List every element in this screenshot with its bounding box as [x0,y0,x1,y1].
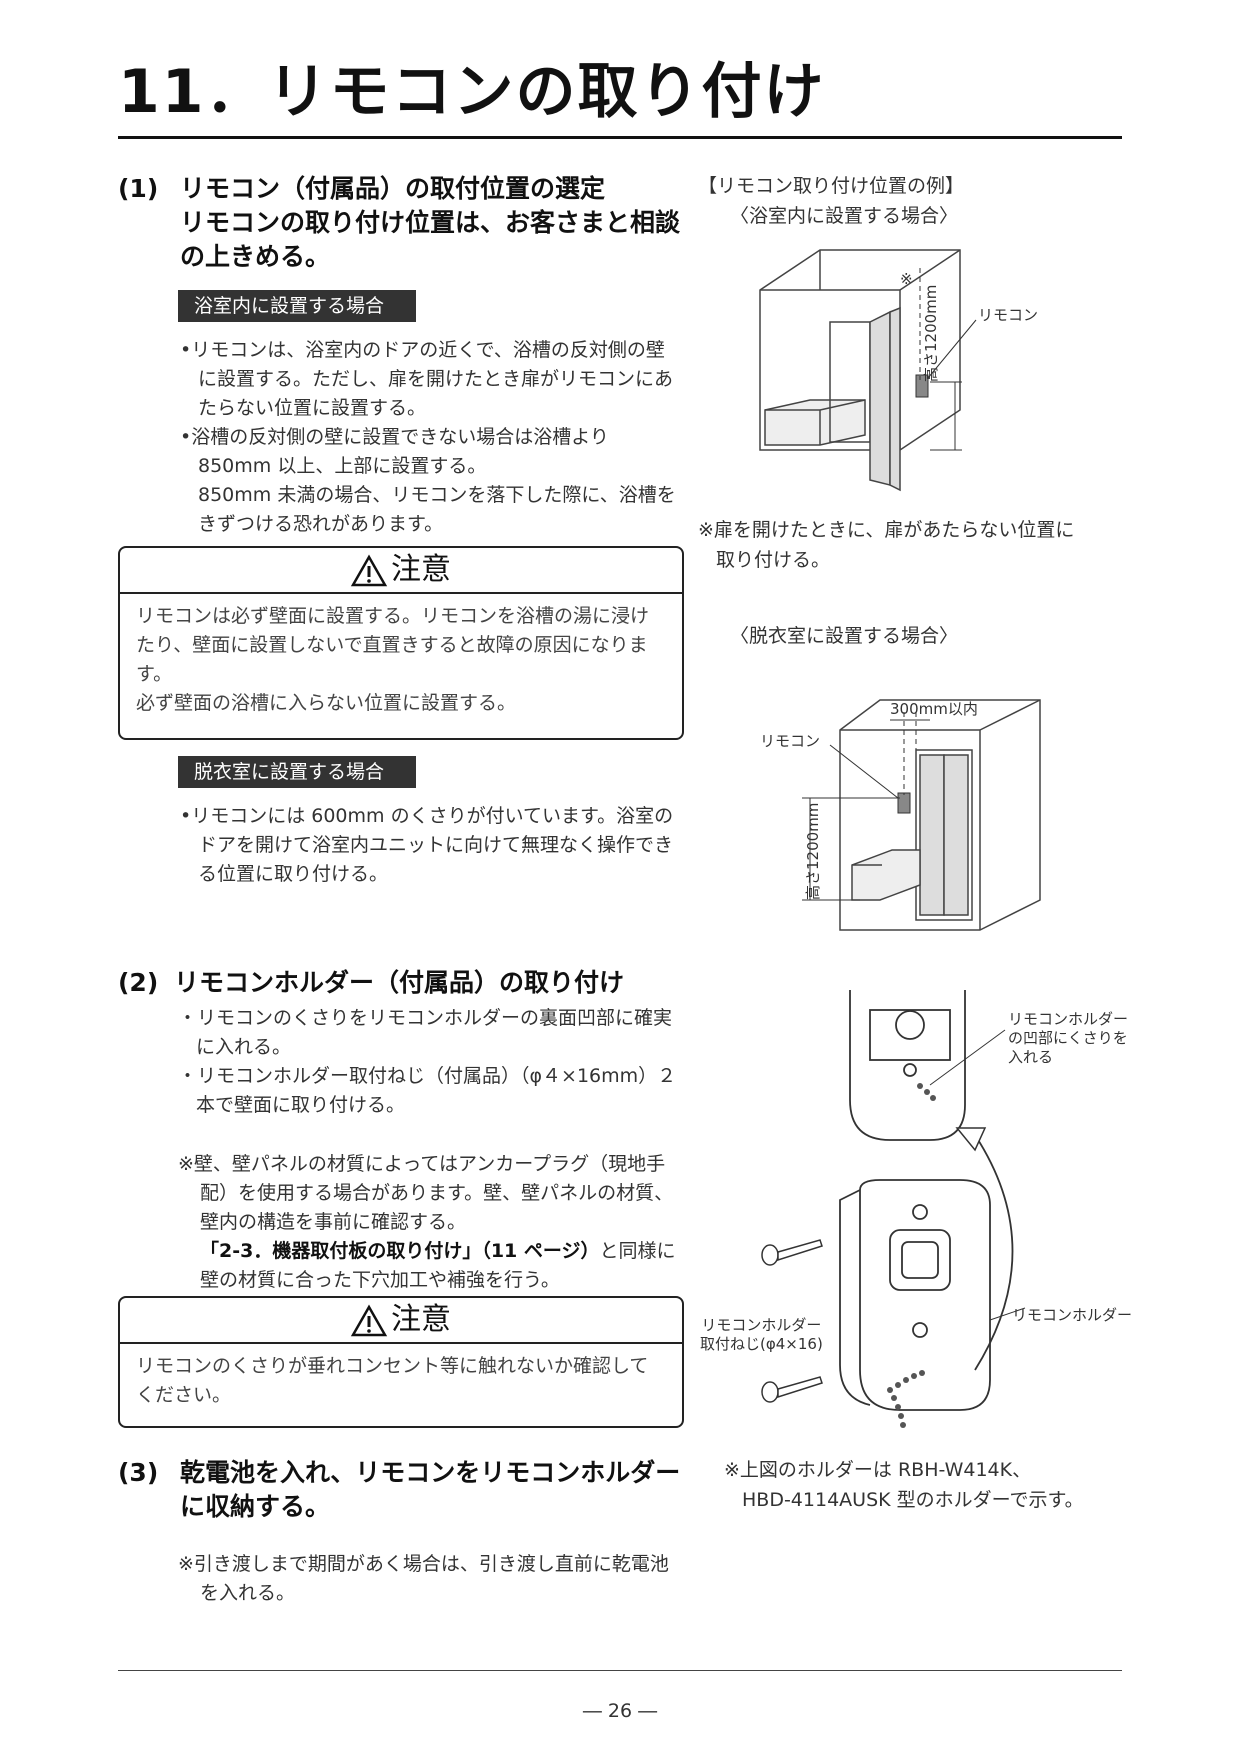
fig2-screw-label-1: リモコンホルダー [701,1316,822,1334]
section-1-line3: の上きめる。 [180,242,331,271]
section-1-heading: (1) リモコン（付属品）の取付位置の選定 リモコンの取り付け位置は、お客さまと相… [118,172,698,274]
dressing-room-diagram [802,699,1041,931]
fig1-dist-label: 300mm以内 [890,700,978,718]
remocon-marker-dress [897,792,911,814]
page-number: ― 26 ― [582,1700,658,1722]
tag-bath: 浴室内に設置する場合 [178,290,416,322]
fig1-label-remocon: リモコン [978,306,1039,324]
fig1-heading: 【リモコン取り付け位置の例】 [698,175,965,197]
fig1-height-label2: 高さ1200mm [804,802,822,900]
section-2-heading: (2) リモコンホルダー（付属品）の取り付け [118,966,698,1000]
s2-bullet-1: ・リモコンのくさりをリモコンホルダーの裏面凹部に確実に入れる。 [178,1007,673,1058]
section-1-line2: リモコンの取り付け位置は、お客さまと相談 [180,208,681,237]
section-2-note: ※壁、壁パネルの材質によってはアンカープラグ（現地手配）を使用する場合があります… [178,1150,680,1295]
section-2-number: (2) [118,968,159,997]
fig1-sub-bath: 〈浴室内に設置する場合〉 [730,205,959,227]
remocon-marker-bath [915,374,929,398]
holder-diagram [761,990,1026,1428]
fig1-sub-dress: 〈脱衣室に設置する場合〉 [730,625,959,647]
fig1-mark: ※ [900,270,913,288]
footer-rule [118,1670,1122,1671]
section-3-note: ※引き渡しまで期間があく場合は、引き渡し直前に乾電池を入れる。 [178,1550,680,1608]
fig2-screw-label-2: 取付ねじ(φ4×16) [700,1335,823,1353]
fig2-chain-label-1: リモコンホルダー [1008,1010,1129,1028]
section-3-line2: に収納する。 [180,1492,331,1521]
fig1-height-label: 高さ1200mm [922,284,940,382]
section-1-number: (1) [118,174,159,203]
section-3-heading: (3) 乾電池を入れ、リモコンをリモコンホルダー に収納する。 [118,1456,698,1524]
dress-text: •リモコンには 600mm のくさりが付いています。浴室のドアを開けて浴室内ユニ… [180,802,680,889]
caution-header-2: 注意 [120,1298,682,1344]
section-1-line1: リモコン（付属品）の取付位置の選定 [180,174,606,203]
caution-box-2: 注意 リモコンのくさりが垂れコンセント等に触れないか確認してください。 [118,1296,684,1428]
caution-body-2: リモコンのくさりが垂れコンセント等に触れないか確認してください。 [136,1355,649,1406]
fig1-note1: ※扉を開けたときに、扉があたらない位置に [698,519,1075,541]
bath-bullet-1: •リモコンは、浴室内のドアの近くで、浴槽の反対側の壁に設置する。ただし、扉を開け… [180,339,674,419]
caution-text-1a: リモコンは必ず壁面に設置する。リモコンを浴槽の湯に浸けたり、壁面に設置しないで直… [136,605,650,685]
warning-icon [350,553,388,586]
warning-icon [350,1303,388,1336]
fig2-chain-label-2: の凹部にくさりを [1008,1029,1128,1047]
bath-bullet-2: •浴槽の反対側の壁に設置できない場合は浴槽より850mm 以上、上部に設置する。 [180,426,609,477]
fig1-label-remocon2: リモコン [760,732,821,750]
page-title: 11．リモコンの取り付け [118,57,826,127]
tag-dress: 脱衣室に設置する場合 [178,756,416,788]
section-2-title: リモコンホルダー（付属品）の取り付け [174,968,625,997]
bath-bullet-2b: 850mm 未満の場合、リモコンを落下した際に、浴槽をきずつける恐れがあります。 [198,484,676,535]
fig2-chain-label-3: 入れる [1008,1048,1054,1066]
s2-note-ref: 「2-3．機器取付板の取り付け」（11 ページ） [200,1240,600,1262]
section-3-number: (3) [118,1458,159,1487]
title-rule [118,136,1122,139]
bath-text: •リモコンは、浴室内のドアの近くで、浴槽の反対側の壁に設置する。ただし、扉を開け… [180,336,680,539]
s2-note-a: ※壁、壁パネルの材質によってはアンカープラグ（現地手配）を使用する場合があります… [178,1153,674,1233]
fig2-note2: HBD-4114AUSK 型のホルダーで示す。 [742,1489,1084,1511]
caution-body-1: リモコンは必ず壁面に設置する。リモコンを浴槽の湯に浸けたり、壁面に設置しないで直… [120,594,682,726]
caution-title-2: 注意 [391,1302,451,1337]
section-3-line1: 乾電池を入れ、リモコンをリモコンホルダー [180,1458,681,1487]
s3-note: ※引き渡しまで期間があく場合は、引き渡し直前に乾電池を入れる。 [178,1553,669,1604]
fig2-holder-label: リモコンホルダー [1012,1306,1133,1324]
caution-text-1b: 必ず壁面の浴槽に入らない位置に設置する。 [136,692,517,714]
fig2-chain-label: リモコンホルダー の凹部にくさりを 入れる [1008,1010,1128,1067]
s2-note-b: と同様に壁の材質に合った下穴加工や補強を行う。 [200,1240,676,1291]
caution-header-1: 注意 [120,548,682,594]
s2-bullet-2: ・リモコンホルダー取付ねじ（付属品）（φ４×16mm）２本で壁面に取り付ける。 [178,1065,677,1116]
section-2-text: ・リモコンのくさりをリモコンホルダーの裏面凹部に確実に入れる。 ・リモコンホルダ… [178,1004,680,1120]
dress-bullet-1: •リモコンには 600mm のくさりが付いています。浴室のドアを開けて浴室内ユニ… [180,805,674,885]
caution-box-1: 注意 リモコンは必ず壁面に設置する。リモコンを浴槽の湯に浸けたり、壁面に設置しな… [118,546,684,740]
fig2-note1: ※上図のホルダーは RBH-W414K、 [724,1459,1032,1481]
fig1-note2: 取り付ける。 [716,549,831,571]
fig2-screw-label: リモコンホルダー 取付ねじ(φ4×16) [700,1316,823,1354]
caution-title-1: 注意 [391,552,451,587]
bathroom-diagram [759,249,977,492]
